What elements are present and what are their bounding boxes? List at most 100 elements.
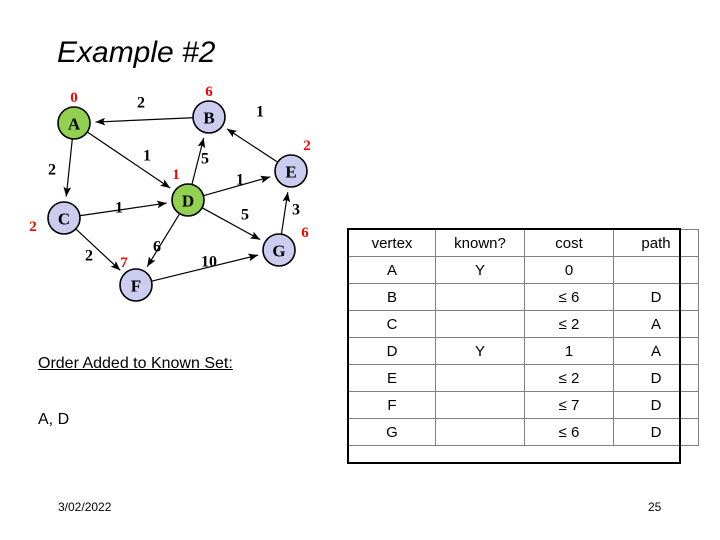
- page-title: Example #2: [57, 36, 216, 69]
- cell-vertex: D: [348, 337, 436, 365]
- edge-weight-b-a: 2: [137, 95, 145, 112]
- edge-weight-g-e: 3: [292, 202, 300, 219]
- node-circle-d: [171, 183, 205, 217]
- node-cost-tag-g: 6: [301, 225, 309, 241]
- footer-page-number: 25: [648, 500, 662, 514]
- cell-known: Y: [435, 337, 525, 365]
- column-header-path: path: [613, 229, 699, 257]
- node-cost-tag-c: 2: [29, 219, 37, 235]
- cell-known: [435, 310, 525, 338]
- cell-path: [613, 256, 699, 284]
- graph-edge-a-c: [63, 139, 73, 197]
- cell-cost: ≤ 7: [524, 391, 614, 419]
- node-cost-tag-d: 1: [172, 167, 180, 183]
- graph-edge-d-f: [146, 213, 180, 267]
- cell-cost: ≤ 2: [524, 364, 614, 392]
- edge-weight-a-d: 1: [143, 148, 151, 165]
- node-circle-f: [119, 268, 153, 302]
- column-header-known: known?: [435, 229, 525, 257]
- edge-weight-d-g: 5: [241, 207, 249, 224]
- cell-cost: ≤ 6: [524, 418, 614, 446]
- node-cost-tag-a: 0: [70, 90, 78, 106]
- cell-vertex: G: [348, 418, 436, 446]
- node-circle-c: [47, 201, 81, 235]
- cell-known: [435, 364, 525, 392]
- cell-path: A: [613, 337, 699, 365]
- cell-vertex: A: [348, 256, 436, 284]
- graph-edge-c-d: [80, 200, 167, 217]
- graph-cost-tag-layer: 0 6 2 1 2 7 6: [29, 84, 311, 271]
- graph-node-d[interactable]: D: [171, 183, 205, 217]
- graph-edge-e-b: [226, 128, 278, 163]
- graph-edge-d-e: [203, 175, 271, 197]
- edge-weight-d-f: 6: [153, 239, 161, 256]
- cell-known: [435, 283, 525, 311]
- graph-edge-layer: [63, 117, 291, 282]
- node-cost-tag-b: 6: [205, 84, 213, 100]
- cell-known: [435, 418, 525, 446]
- node-label-d: D: [182, 192, 194, 211]
- node-label-b: B: [203, 109, 214, 128]
- edge-weight-d-e: 1: [236, 172, 244, 189]
- node-label-g: G: [272, 242, 285, 261]
- cell-known: Y: [435, 256, 525, 284]
- graph-svg: A B C D E F G 2 2 1 1 2 5 1 6 5 1 3 1 0 0 6 2 1 2 7 6: [29, 84, 311, 302]
- known-set-heading: Order Added to Known Set:: [38, 355, 233, 372]
- node-label-f: F: [131, 277, 141, 296]
- node-cost-tag-e: 2: [303, 138, 311, 154]
- graph-node-g[interactable]: G: [262, 233, 296, 267]
- graph-diagram: A B C D E F G 2 2 1 1 2 5 1 6 5 1 3 1 0 0 6 2 1 2 7 6: [0, 70, 340, 320]
- graph-edge-d-b: [191, 137, 206, 185]
- graph-edge-a-d: [87, 131, 171, 189]
- cell-path: D: [613, 283, 699, 311]
- cell-cost: 0: [524, 256, 614, 284]
- graph-edge-d-g: [202, 207, 261, 241]
- graph-node-a[interactable]: A: [57, 106, 91, 140]
- cell-known: [435, 391, 525, 419]
- cell-cost: ≤ 6: [524, 283, 614, 311]
- node-label-a: A: [68, 115, 81, 134]
- cell-vertex: B: [348, 283, 436, 311]
- edge-weight-e-b: 1: [256, 104, 264, 121]
- node-label-c: C: [58, 210, 70, 229]
- graph-edge-c-f: [75, 228, 121, 271]
- cell-cost: ≤ 2: [524, 310, 614, 338]
- edge-weight-a-c: 2: [48, 162, 56, 179]
- node-label-e: E: [285, 163, 296, 182]
- cell-vertex: E: [348, 364, 436, 392]
- cell-cost: 1: [524, 337, 614, 365]
- known-set-order: A, D: [38, 411, 70, 428]
- graph-node-f[interactable]: F: [119, 268, 153, 302]
- cell-path: A: [613, 310, 699, 338]
- graph-edge-g-e: [280, 192, 291, 234]
- cell-path: D: [613, 364, 699, 392]
- node-cost-tag-f: 7: [120, 255, 128, 271]
- edge-weight-c-f: 2: [85, 248, 93, 265]
- node-circle-e: [274, 154, 308, 188]
- table-header-row: vertex known? cost path: [348, 229, 699, 257]
- graph-node-e[interactable]: E: [274, 154, 308, 188]
- cell-path: D: [613, 391, 699, 419]
- cell-vertex: C: [348, 310, 436, 338]
- column-header-cost: cost: [524, 229, 614, 257]
- cell-vertex: F: [348, 391, 436, 419]
- footer-date: 3/02/2022: [58, 500, 112, 514]
- edge-weight-d-b: 5: [201, 151, 209, 168]
- node-circle-a: [57, 106, 91, 140]
- graph-node-b[interactable]: B: [192, 100, 226, 134]
- edge-weight-c-d: 1: [115, 200, 123, 217]
- cell-path: D: [613, 418, 699, 446]
- graph-edge-b-a: [95, 117, 193, 126]
- graph-node-c[interactable]: C: [47, 201, 81, 235]
- node-circle-b: [192, 100, 226, 134]
